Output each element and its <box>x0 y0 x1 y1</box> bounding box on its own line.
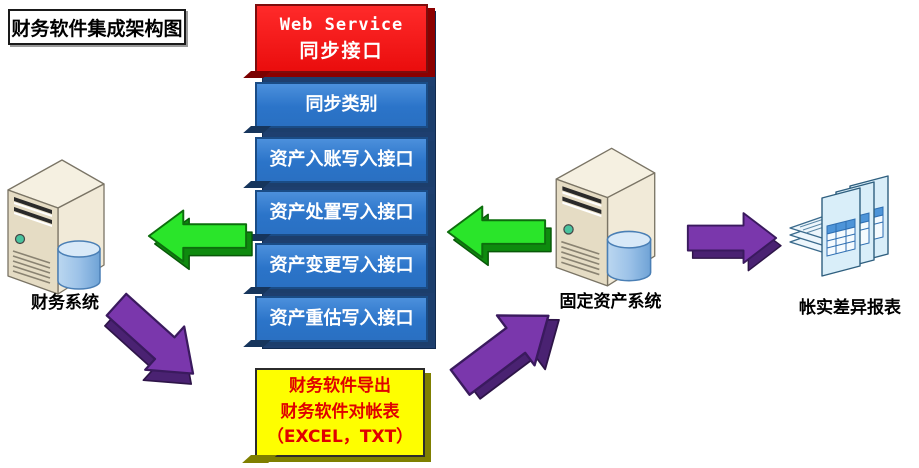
power-button-icon <box>14 233 26 245</box>
export-box-line2: 财务软件对帐表 <box>280 401 400 422</box>
upright-report-pages <box>821 175 889 277</box>
report-pages-icon <box>786 168 914 296</box>
block-arrow-up-right-icon-export-to-fixedasset <box>433 282 577 418</box>
fixed-asset-system-label: 固定资产系统 <box>559 292 662 312</box>
block-arrow-left-icon-interfaces-to-finance <box>144 203 253 271</box>
interface-box-label: 同步类别 <box>305 94 378 116</box>
interface-box-asset-disposal: 资产处置写入接口 <box>255 190 428 236</box>
block-arrow-right-icon-fixedasset-to-report <box>684 207 782 272</box>
drive-bay-slots <box>562 186 602 218</box>
diagram-title-text: 财务软件集成架构图 <box>11 17 183 40</box>
fixed-asset-system-server-icon <box>548 138 666 290</box>
export-box: 财务软件导出 财务软件对帐表 （EXCEL，TXT） <box>255 368 425 457</box>
drive-bay-slots <box>14 197 52 227</box>
report-label: 帐实差异报表 <box>799 298 901 318</box>
export-box-line3: （EXCEL，TXT） <box>266 427 414 448</box>
web-service-line1: Web Service <box>279 14 404 35</box>
interface-box-label: 资产处置写入接口 <box>269 202 414 224</box>
interface-box-asset-change: 资产变更写入接口 <box>255 243 428 289</box>
block-arrow-down-right-icon-finance-to-export <box>87 274 221 405</box>
interface-box-label: 资产入账写入接口 <box>269 149 414 171</box>
interface-box-asset-booking: 资产入账写入接口 <box>255 137 428 183</box>
web-service-line2: 同步接口 <box>299 39 384 62</box>
finance-system-label: 财务系统 <box>31 293 99 313</box>
export-box-line1: 财务软件导出 <box>289 376 391 397</box>
finance-system-server-icon <box>0 150 115 298</box>
database-cylinder-icon <box>606 230 652 282</box>
interface-box-label: 资产重估写入接口 <box>269 308 414 330</box>
interface-box-label: 资产变更写入接口 <box>269 255 414 277</box>
diagram-title: 财务软件集成架构图 <box>8 9 186 45</box>
vent-lines <box>12 250 51 284</box>
interface-box-asset-revaluation: 资产重估写入接口 <box>255 296 428 342</box>
database-cylinder-icon <box>57 240 101 290</box>
block-arrow-left-icon-fixedasset-to-interfaces <box>443 199 552 267</box>
web-service-box: Web Service 同步接口 <box>255 4 428 73</box>
power-button-icon <box>563 224 574 235</box>
vent-lines <box>561 240 600 276</box>
interface-box-sync-category: 同步类别 <box>255 82 428 128</box>
